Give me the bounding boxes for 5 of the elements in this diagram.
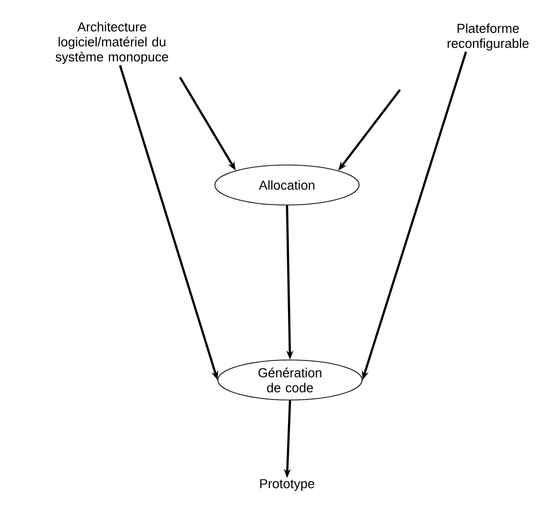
ellipse-node: Allocation [214,164,360,206]
ellipse-node: Génération de code [217,360,363,400]
node-label: Plateforme reconfigurable [448,23,529,51]
node-label: Prototype [260,479,314,491]
node-label: Architecture logiciel/matériel du système monopuce [56,22,168,64]
